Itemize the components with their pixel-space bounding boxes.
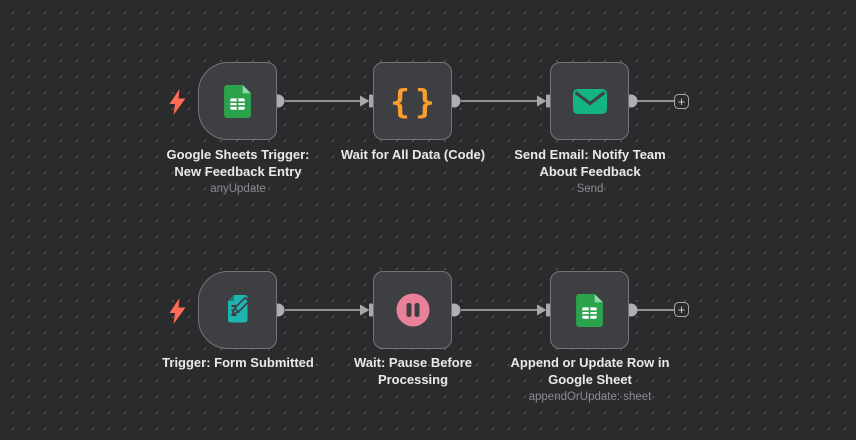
trigger-bolt-icon <box>169 298 186 324</box>
connection[interactable] <box>285 94 373 108</box>
node-wait-for-all-data-code[interactable]: {} <box>373 62 452 140</box>
connection[interactable] <box>285 303 373 317</box>
node-title: Send Email: Notify Team About Feedback <box>514 147 666 179</box>
code-braces-icon: {} <box>390 81 440 121</box>
node-wait-pause[interactable] <box>373 271 452 349</box>
node-label-wait-pause: Wait: Pause Before Processing <box>293 354 533 391</box>
pause-icon <box>396 293 429 327</box>
email-icon <box>572 88 607 114</box>
node-google-sheets-trigger[interactable] <box>198 62 277 140</box>
add-node-button[interactable]: + <box>674 302 689 317</box>
node-send-email-notify-team[interactable] <box>550 62 629 140</box>
node-form-trigger[interactable] <box>198 271 277 349</box>
node-label-wait-for-all-data: Wait for All Data (Code) <box>293 146 533 166</box>
node-title: Append or Update Row in Google Sheet <box>510 355 670 387</box>
node-title: Wait for All Data (Code) <box>340 147 486 162</box>
node-title: Google Sheets Trigger: New Feedback Entr… <box>166 147 310 179</box>
connection[interactable] <box>461 94 550 108</box>
node-label-google-sheets-trigger: Google Sheets Trigger: New Feedback Entr… <box>118 146 358 196</box>
connection[interactable] <box>461 303 550 317</box>
trigger-bolt-icon <box>169 89 186 115</box>
node-label-append-update-sheet: Append or Update Row in Google Sheet app… <box>470 354 710 404</box>
node-subtitle: Send <box>576 183 604 195</box>
form-pencil-icon <box>227 295 250 323</box>
node-title: Wait: Pause Before Processing <box>354 355 472 387</box>
node-title: Trigger: Form Submitted <box>162 355 314 370</box>
node-subtitle: appendOrUpdate: sheet <box>528 391 652 403</box>
node-label-form-trigger: Trigger: Form Submitted <box>118 354 358 374</box>
google-sheets-icon <box>576 293 603 327</box>
google-sheets-icon <box>224 84 251 118</box>
node-subtitle: anyUpdate <box>210 183 266 195</box>
node-label-send-email: Send Email: Notify Team About Feedback S… <box>470 146 710 196</box>
add-node-button[interactable]: + <box>674 94 689 109</box>
node-append-update-google-sheet[interactable] <box>550 271 629 349</box>
